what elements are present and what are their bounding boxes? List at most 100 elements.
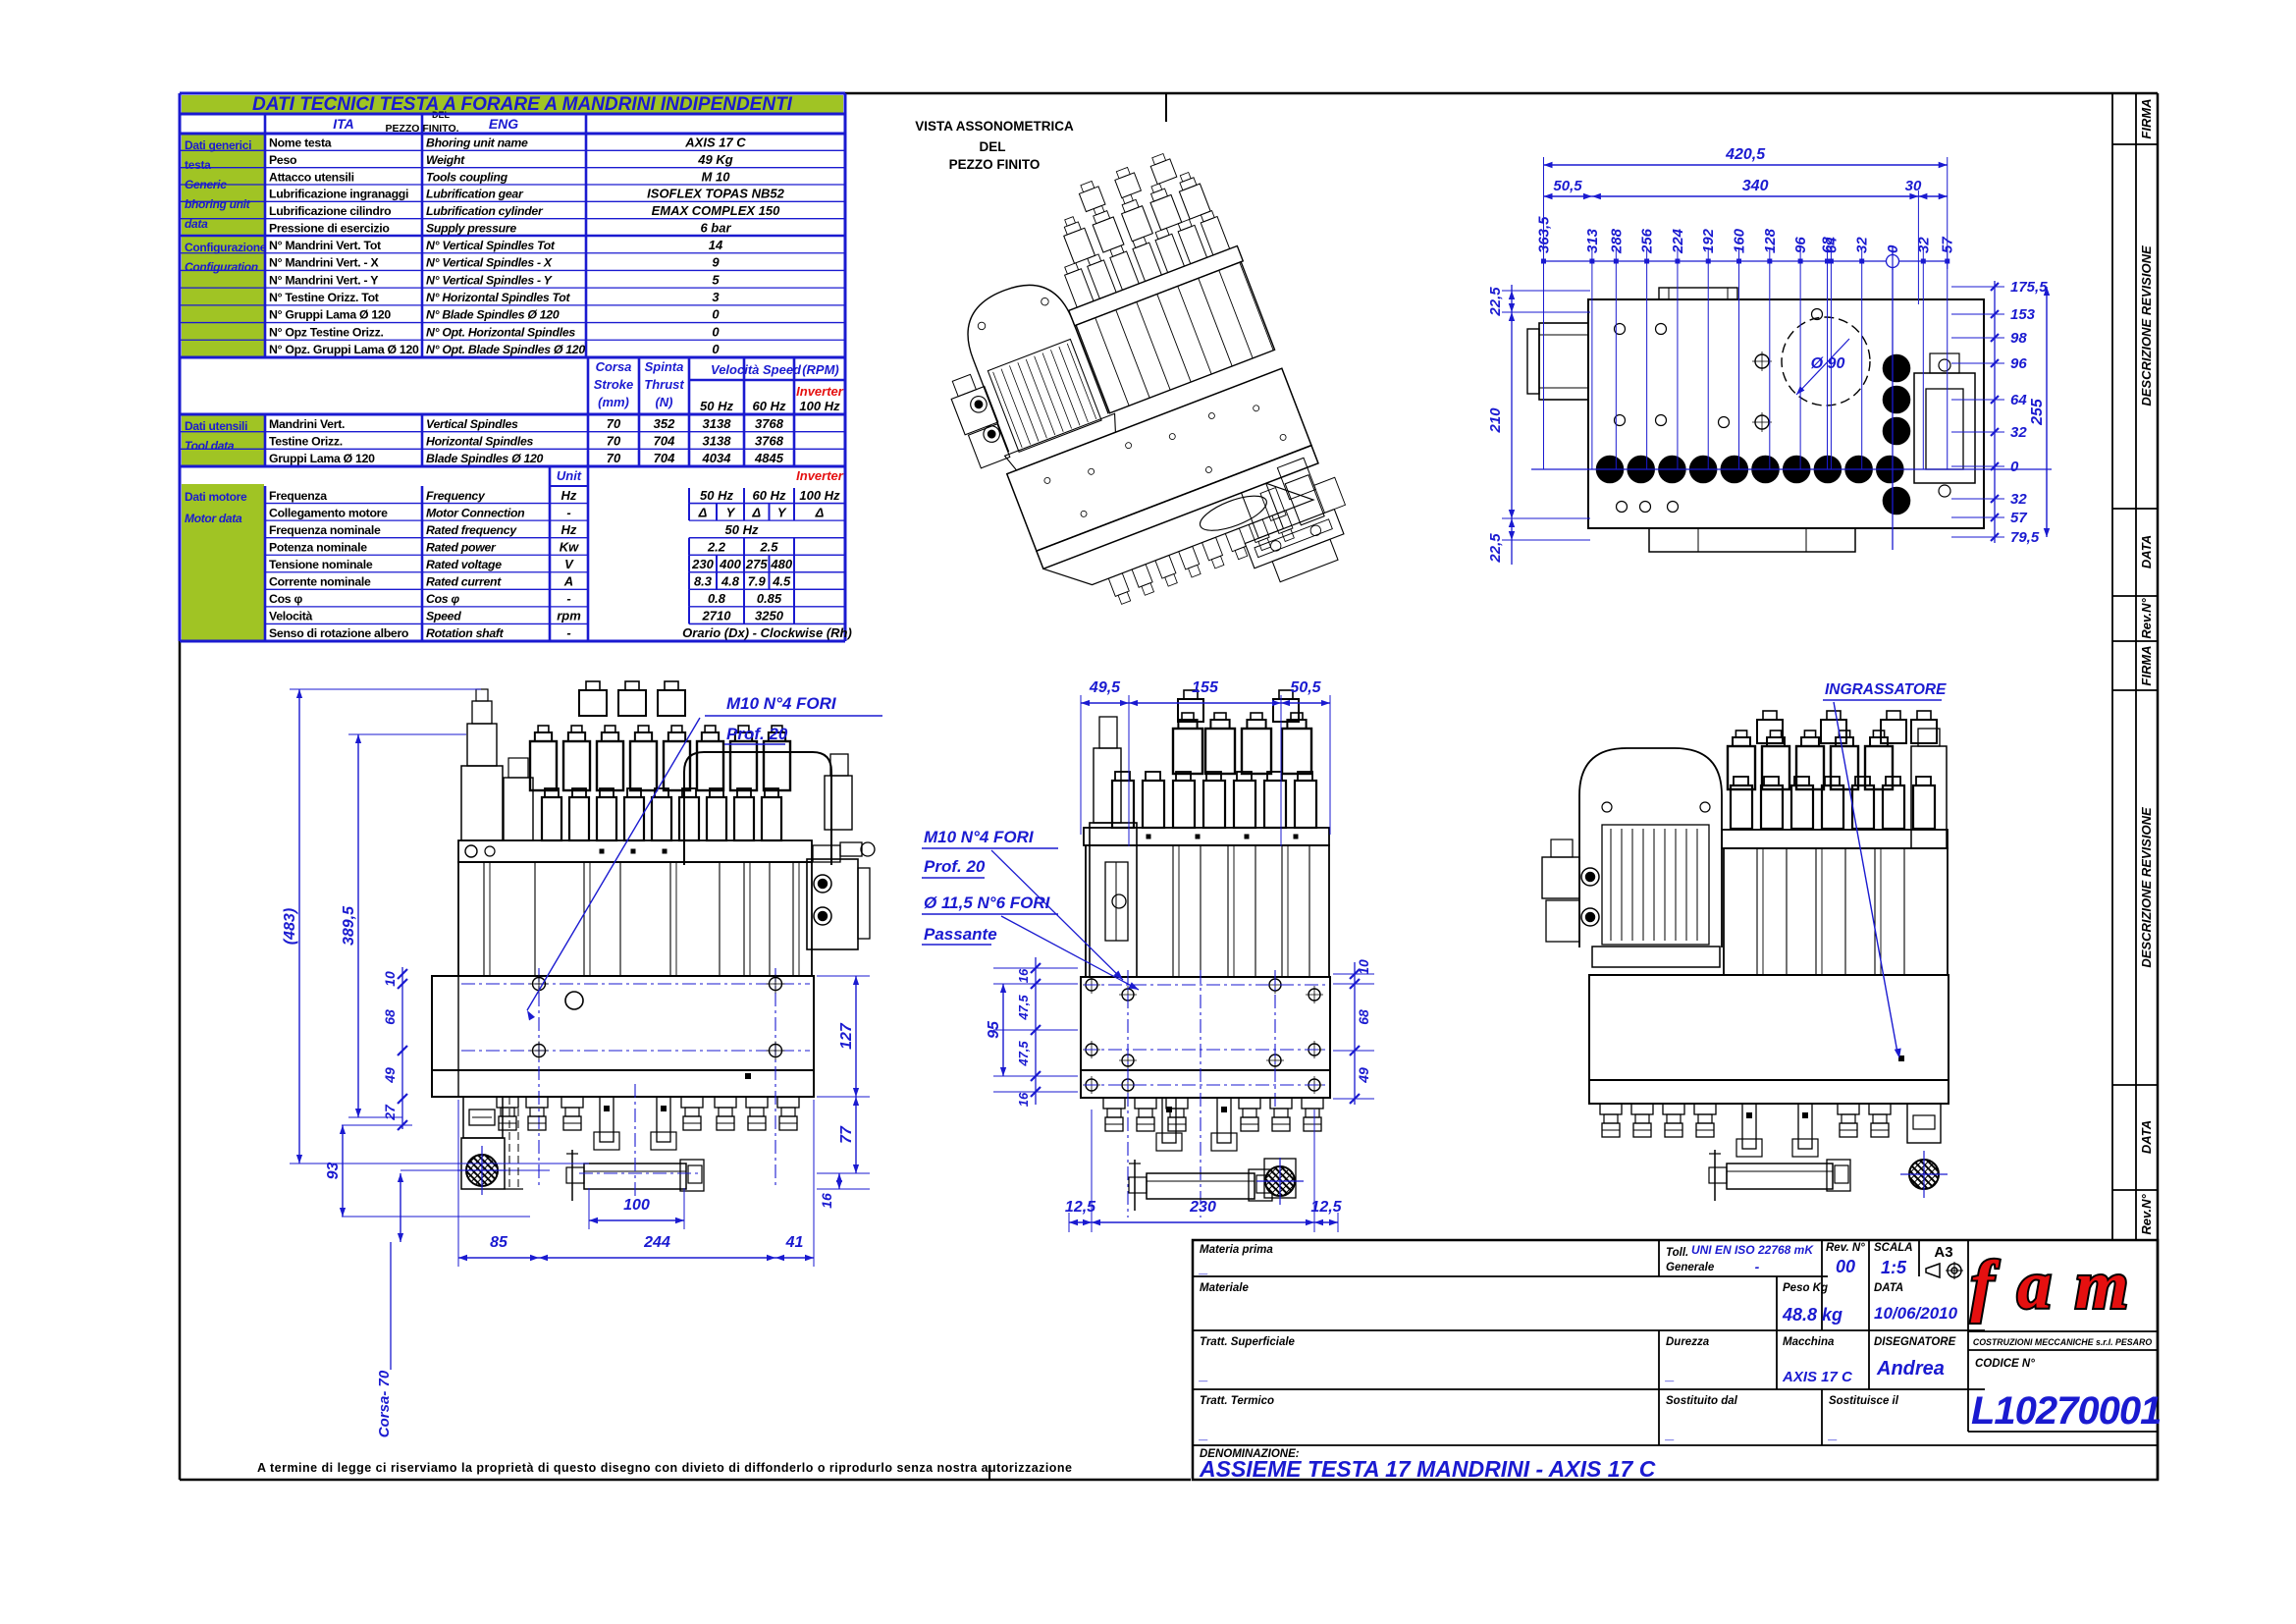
svg-text:96: 96 xyxy=(2010,355,2027,372)
svg-text:480: 480 xyxy=(770,557,792,571)
svg-text:-: - xyxy=(566,625,570,640)
svg-text:127: 127 xyxy=(838,1022,855,1050)
svg-text:49,5: 49,5 xyxy=(1089,679,1121,696)
svg-text:3250: 3250 xyxy=(755,609,784,623)
svg-text:68: 68 xyxy=(382,1009,398,1025)
svg-text:Corsa: Corsa xyxy=(596,359,632,374)
svg-text:Configuration: Configuration xyxy=(185,260,258,274)
svg-text:L10270001: L10270001 xyxy=(1971,1389,2161,1433)
svg-text:85: 85 xyxy=(490,1234,508,1251)
svg-text:244: 244 xyxy=(643,1234,670,1251)
svg-text:VISTA ASSONOMETRICA: VISTA ASSONOMETRICA xyxy=(915,119,1074,134)
svg-text:-: - xyxy=(566,591,570,606)
svg-text:77: 77 xyxy=(838,1125,855,1144)
svg-text:Weight: Weight xyxy=(426,153,465,167)
svg-text:Stroke: Stroke xyxy=(594,377,633,392)
svg-text:Rated voltage: Rated voltage xyxy=(426,558,502,571)
svg-text:98: 98 xyxy=(2010,330,2027,347)
svg-text:175,5: 175,5 xyxy=(2010,279,2048,296)
svg-text:50 Hz: 50 Hz xyxy=(725,522,759,537)
svg-text:32: 32 xyxy=(1915,237,1932,253)
svg-text:Dati generici: Dati generici xyxy=(185,138,251,152)
svg-text:22,5: 22,5 xyxy=(1487,533,1504,564)
svg-text:Rated power: Rated power xyxy=(426,540,497,554)
svg-text:288: 288 xyxy=(1608,228,1625,254)
svg-text:Inverter: Inverter xyxy=(796,384,844,399)
svg-text:ENG: ENG xyxy=(489,116,518,132)
svg-text:_: _ xyxy=(1199,1367,1208,1383)
svg-text:3768: 3768 xyxy=(755,416,784,431)
svg-text:49: 49 xyxy=(382,1067,398,1084)
svg-text:Mandrini Vert.: Mandrini Vert. xyxy=(269,417,345,431)
svg-text:Prof. 20: Prof. 20 xyxy=(924,857,986,876)
svg-text:Δ: Δ xyxy=(815,505,825,519)
svg-text:fam: fam xyxy=(1971,1248,2153,1324)
svg-text:-: - xyxy=(1755,1259,1760,1274)
svg-text:22,5: 22,5 xyxy=(1487,287,1504,317)
svg-text:Horizontal Spindles: Horizontal Spindles xyxy=(426,435,534,449)
svg-text:UNI EN ISO 22768 mK: UNI EN ISO 22768 mK xyxy=(1691,1243,1814,1257)
svg-text:N° Vertical Spindles - X: N° Vertical Spindles - X xyxy=(426,256,553,270)
svg-text:N° Opz. Gruppi Lama Ø 120: N° Opz. Gruppi Lama Ø 120 xyxy=(269,343,419,356)
svg-text:Cos φ: Cos φ xyxy=(426,592,459,606)
svg-text:_: _ xyxy=(1199,1426,1208,1442)
svg-text:DESCRIZIONE REVISIONE: DESCRIZIONE REVISIONE xyxy=(2139,245,2154,406)
svg-text:192: 192 xyxy=(1700,228,1717,253)
svg-text:testa: testa xyxy=(185,158,211,172)
svg-text:10/06/2010: 10/06/2010 xyxy=(1874,1304,1958,1323)
svg-text:Kw: Kw xyxy=(560,539,579,554)
svg-text:CODICE N°: CODICE N° xyxy=(1975,1358,2035,1370)
svg-text:Gruppi Lama Ø 120: Gruppi Lama Ø 120 xyxy=(269,452,375,465)
svg-text:M 10: M 10 xyxy=(702,169,731,184)
svg-text:704: 704 xyxy=(654,451,675,465)
svg-text:Frequency: Frequency xyxy=(426,489,486,503)
svg-text:DEL: DEL xyxy=(980,139,1006,154)
svg-text:160: 160 xyxy=(1732,228,1748,253)
svg-text:Rev. N°: Rev. N° xyxy=(1826,1242,1865,1254)
svg-text:100 Hz: 100 Hz xyxy=(799,488,840,503)
svg-text:93: 93 xyxy=(325,1163,342,1180)
svg-text:Cos φ: Cos φ xyxy=(269,592,302,606)
svg-text:V: V xyxy=(564,557,574,571)
svg-text:-: - xyxy=(566,505,570,519)
svg-text:Motor data: Motor data xyxy=(185,512,242,525)
svg-text:32: 32 xyxy=(2010,424,2027,441)
svg-text:48.8 kg: 48.8 kg xyxy=(1782,1305,1842,1325)
svg-text:70: 70 xyxy=(607,416,621,431)
svg-text:4.5: 4.5 xyxy=(772,574,791,589)
svg-text:DESCRIZIONE REVISIONE: DESCRIZIONE REVISIONE xyxy=(2139,807,2154,968)
svg-text:N° Horizontal Spindles Tot: N° Horizontal Spindles Tot xyxy=(426,291,570,304)
svg-text:Supply pressure: Supply pressure xyxy=(426,221,516,235)
svg-text:Dati motore: Dati motore xyxy=(185,490,247,504)
svg-text:FIRMA: FIRMA xyxy=(2139,98,2154,138)
svg-text:ITA: ITA xyxy=(333,116,354,132)
svg-text:2710: 2710 xyxy=(702,609,732,623)
svg-text:10: 10 xyxy=(382,971,398,987)
svg-text:00: 00 xyxy=(1836,1257,1855,1276)
svg-text:Testine Orizz.: Testine Orizz. xyxy=(269,435,343,449)
svg-text:FIRMA: FIRMA xyxy=(2139,645,2154,685)
svg-text:Collegamento motore: Collegamento motore xyxy=(269,506,388,519)
svg-text:Lubrification gear: Lubrification gear xyxy=(426,188,524,201)
svg-text:50,5: 50,5 xyxy=(1553,178,1582,194)
svg-text:_: _ xyxy=(1665,1426,1675,1442)
svg-text:16: 16 xyxy=(819,1193,834,1209)
svg-text:16: 16 xyxy=(1016,1092,1031,1107)
svg-text:Lubrification cylinder: Lubrification cylinder xyxy=(426,204,544,218)
svg-text:Attacco utensili: Attacco utensili xyxy=(269,170,354,184)
svg-text:275: 275 xyxy=(745,557,768,571)
svg-text:70: 70 xyxy=(607,434,621,449)
svg-text:Andrea: Andrea xyxy=(1876,1358,1945,1380)
svg-text:Senso di rotazione albero: Senso di rotazione albero xyxy=(269,626,409,640)
svg-text:57: 57 xyxy=(2010,510,2027,526)
svg-text:Durezza: Durezza xyxy=(1666,1336,1710,1348)
svg-text:Tensione nominale: Tensione nominale xyxy=(269,558,373,571)
svg-text:N° Mandrini Vert. - X: N° Mandrini Vert. - X xyxy=(269,256,379,270)
svg-text:3: 3 xyxy=(712,290,720,304)
svg-text:Hz: Hz xyxy=(561,522,577,537)
svg-text:SCALA: SCALA xyxy=(1874,1242,1913,1254)
svg-text:Frequenza nominale: Frequenza nominale xyxy=(269,523,381,537)
svg-text:Tratt. Superficiale: Tratt. Superficiale xyxy=(1200,1336,1296,1348)
svg-text:30: 30 xyxy=(1905,178,1922,194)
svg-text:Motor Connection: Motor Connection xyxy=(426,506,524,519)
